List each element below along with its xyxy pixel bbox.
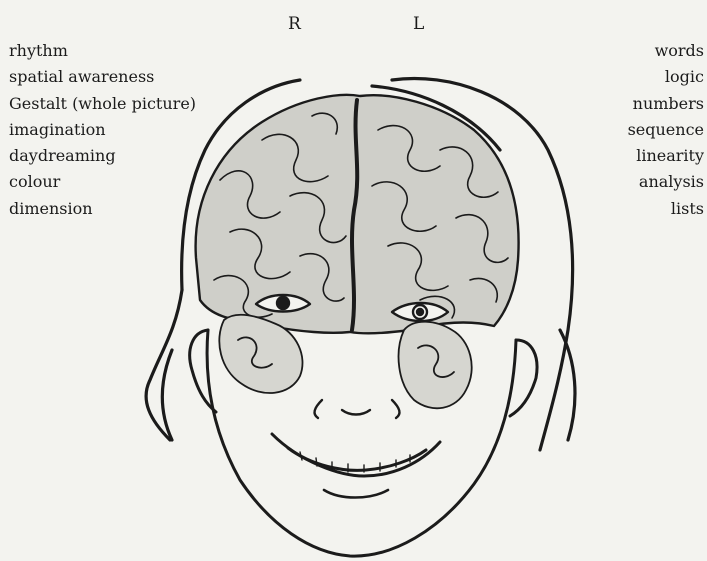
nose <box>315 400 400 418</box>
mouth <box>272 434 440 498</box>
brain-illustration <box>196 95 519 333</box>
